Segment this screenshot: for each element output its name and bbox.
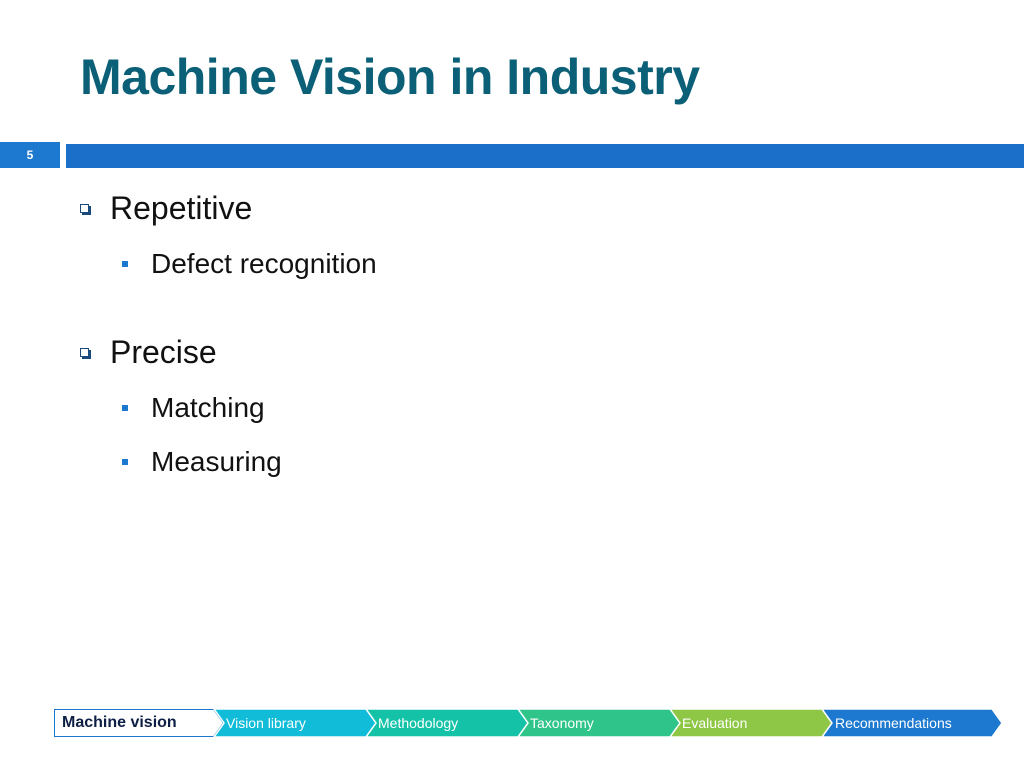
small-square-bullet-icon	[122, 261, 128, 267]
sub-bullet-item: Defect recognition	[122, 248, 377, 280]
header-bar	[66, 144, 1024, 168]
nav-step-vision-library[interactable]: Vision library	[226, 715, 306, 731]
bullet-label: Repetitive	[110, 190, 253, 226]
sub-bullet-label: Defect recognition	[151, 248, 377, 279]
sub-bullet-label: Matching	[151, 392, 265, 423]
nav-step-machine-vision[interactable]: Machine vision	[62, 714, 177, 731]
slide-title: Machine Vision in Industry	[80, 49, 700, 105]
sub-bullet-item: Matching	[122, 392, 265, 424]
nav-step-arrow	[517, 709, 681, 737]
nav-step-recommendations[interactable]: Recommendations	[835, 715, 952, 731]
nav-step-evaluation[interactable]: Evaluation	[682, 715, 748, 731]
sub-bullet-label: Measuring	[151, 446, 282, 477]
nav-step-arrow	[365, 709, 529, 737]
small-square-bullet-icon	[122, 459, 128, 465]
bullet-item: Repetitive	[80, 190, 252, 227]
bullet-item: Precise	[80, 334, 217, 371]
square-bullet-icon	[80, 204, 89, 213]
nav-step-arrow	[821, 709, 1003, 737]
nav-step-taxonomy[interactable]: Taxonomy	[530, 715, 594, 731]
nav-step-arrow	[213, 709, 377, 737]
bullet-label: Precise	[110, 334, 217, 370]
small-square-bullet-icon	[122, 405, 128, 411]
square-bullet-icon	[80, 348, 89, 357]
sub-bullet-item: Measuring	[122, 446, 282, 478]
nav-step-arrow	[669, 709, 833, 737]
nav-step-methodology[interactable]: Methodology	[378, 715, 459, 731]
progress-nav-arrows	[54, 709, 1003, 737]
bullet-list: Repetitive Defect recognition Precise Ma…	[80, 190, 377, 478]
slide-number: 5	[0, 142, 60, 168]
progress-nav: Machine vision Vision library Methodolog…	[54, 709, 1004, 737]
